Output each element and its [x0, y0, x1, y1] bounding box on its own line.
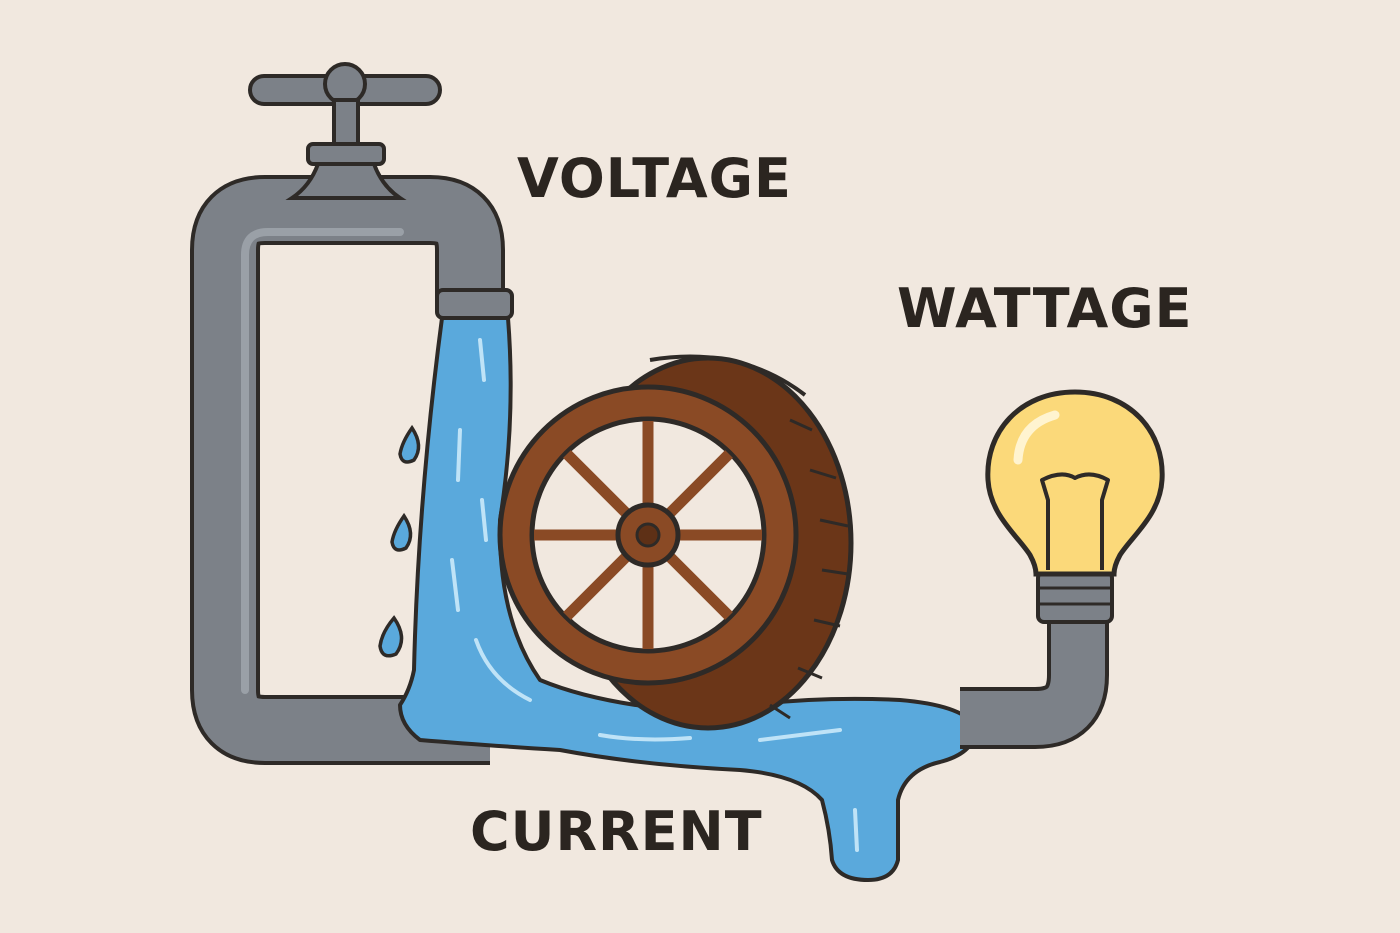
faucet-stem: [334, 100, 358, 148]
voltage-label: VOLTAGE: [517, 147, 792, 210]
faucet-collar: [308, 144, 384, 164]
current-label: CURRENT: [470, 800, 763, 863]
spout-ring: [437, 290, 512, 318]
wattage-label: WATTAGE: [897, 277, 1192, 340]
bulb-base: [1038, 572, 1112, 622]
